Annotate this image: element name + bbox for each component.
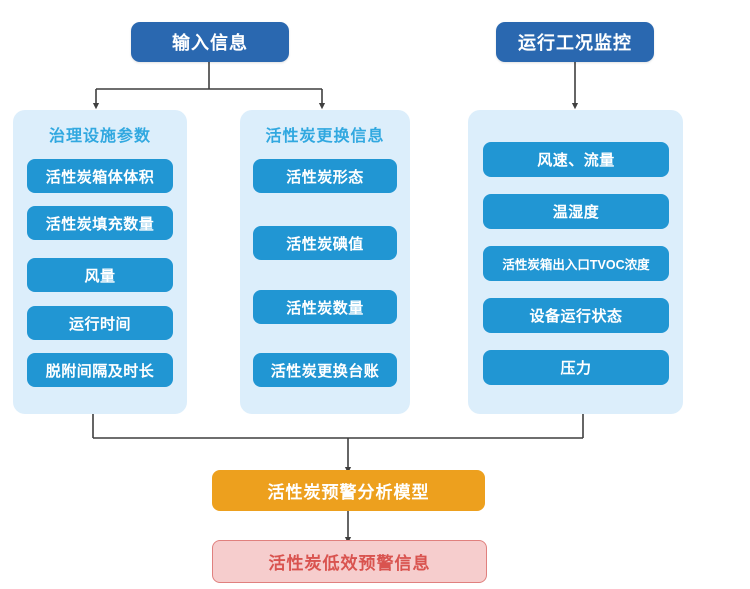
pill-carbon-box-volume-label: 活性炭箱体体积 xyxy=(45,168,155,186)
pill-equipment-status-label: 设备运行状态 xyxy=(529,308,623,325)
node-input-info[interactable]: 输入信息 xyxy=(131,22,289,62)
pill-desorption-interval-label: 脱附间隔及时长 xyxy=(45,362,155,380)
pill-temperature-humidity-label: 温湿度 xyxy=(552,204,600,221)
pill-wind-speed-flow-label: 风速、流量 xyxy=(537,152,615,169)
pill-carbon-form-label: 活性炭形态 xyxy=(286,168,364,186)
connector-merge-bus xyxy=(92,414,584,474)
pill-air-volume-label: 风量 xyxy=(84,267,116,285)
node-warning-output-label: 活性炭低效预警信息 xyxy=(268,554,431,573)
node-warning-output[interactable]: 活性炭低效预警信息 xyxy=(212,540,487,583)
pill-pressure-label: 压力 xyxy=(560,360,592,377)
pill-carbon-form[interactable]: 活性炭形态 xyxy=(253,159,397,193)
pill-running-time-label: 运行时间 xyxy=(68,315,131,333)
node-operation-monitoring-label: 运行工况监控 xyxy=(518,33,632,53)
pill-equipment-status[interactable]: 设备运行状态 xyxy=(483,298,669,333)
pill-temperature-humidity[interactable]: 温湿度 xyxy=(483,194,669,229)
pill-carbon-replacement-ledger-label: 活性炭更换台账 xyxy=(270,362,380,380)
pill-carbon-fill-quantity-label: 活性炭填充数量 xyxy=(45,215,155,233)
node-input-info-label: 输入信息 xyxy=(172,33,248,53)
node-analysis-model[interactable]: 活性炭预警分析模型 xyxy=(212,470,485,511)
pill-tvoc-concentration-label: 活性炭箱出入口TVOC浓度 xyxy=(502,258,650,272)
node-analysis-model-label: 活性炭预警分析模型 xyxy=(267,483,430,502)
group-treatment-facility-params-title: 治理设施参数 xyxy=(48,128,151,145)
pill-carbon-quantity[interactable]: 活性炭数量 xyxy=(253,290,397,324)
pill-carbon-iodine-value[interactable]: 活性炭碘值 xyxy=(253,226,397,260)
node-operation-monitoring[interactable]: 运行工况监控 xyxy=(496,22,654,62)
connector-input-split xyxy=(92,62,326,110)
pill-wind-speed-flow[interactable]: 风速、流量 xyxy=(483,142,669,177)
group-carbon-replacement-info-title: 活性炭更换信息 xyxy=(265,128,385,145)
pill-carbon-quantity-label: 活性炭数量 xyxy=(286,299,364,317)
pill-desorption-interval[interactable]: 脱附间隔及时长 xyxy=(27,353,173,387)
pill-running-time[interactable]: 运行时间 xyxy=(27,306,173,340)
pill-tvoc-concentration[interactable]: 活性炭箱出入口TVOC浓度 xyxy=(483,246,669,281)
pill-pressure[interactable]: 压力 xyxy=(483,350,669,385)
pill-air-volume[interactable]: 风量 xyxy=(27,258,173,292)
pill-carbon-box-volume[interactable]: 活性炭箱体体积 xyxy=(27,159,173,193)
pill-carbon-iodine-value-label: 活性炭碘值 xyxy=(286,235,364,253)
pill-carbon-fill-quantity[interactable]: 活性炭填充数量 xyxy=(27,206,173,240)
pill-carbon-replacement-ledger[interactable]: 活性炭更换台账 xyxy=(253,353,397,387)
